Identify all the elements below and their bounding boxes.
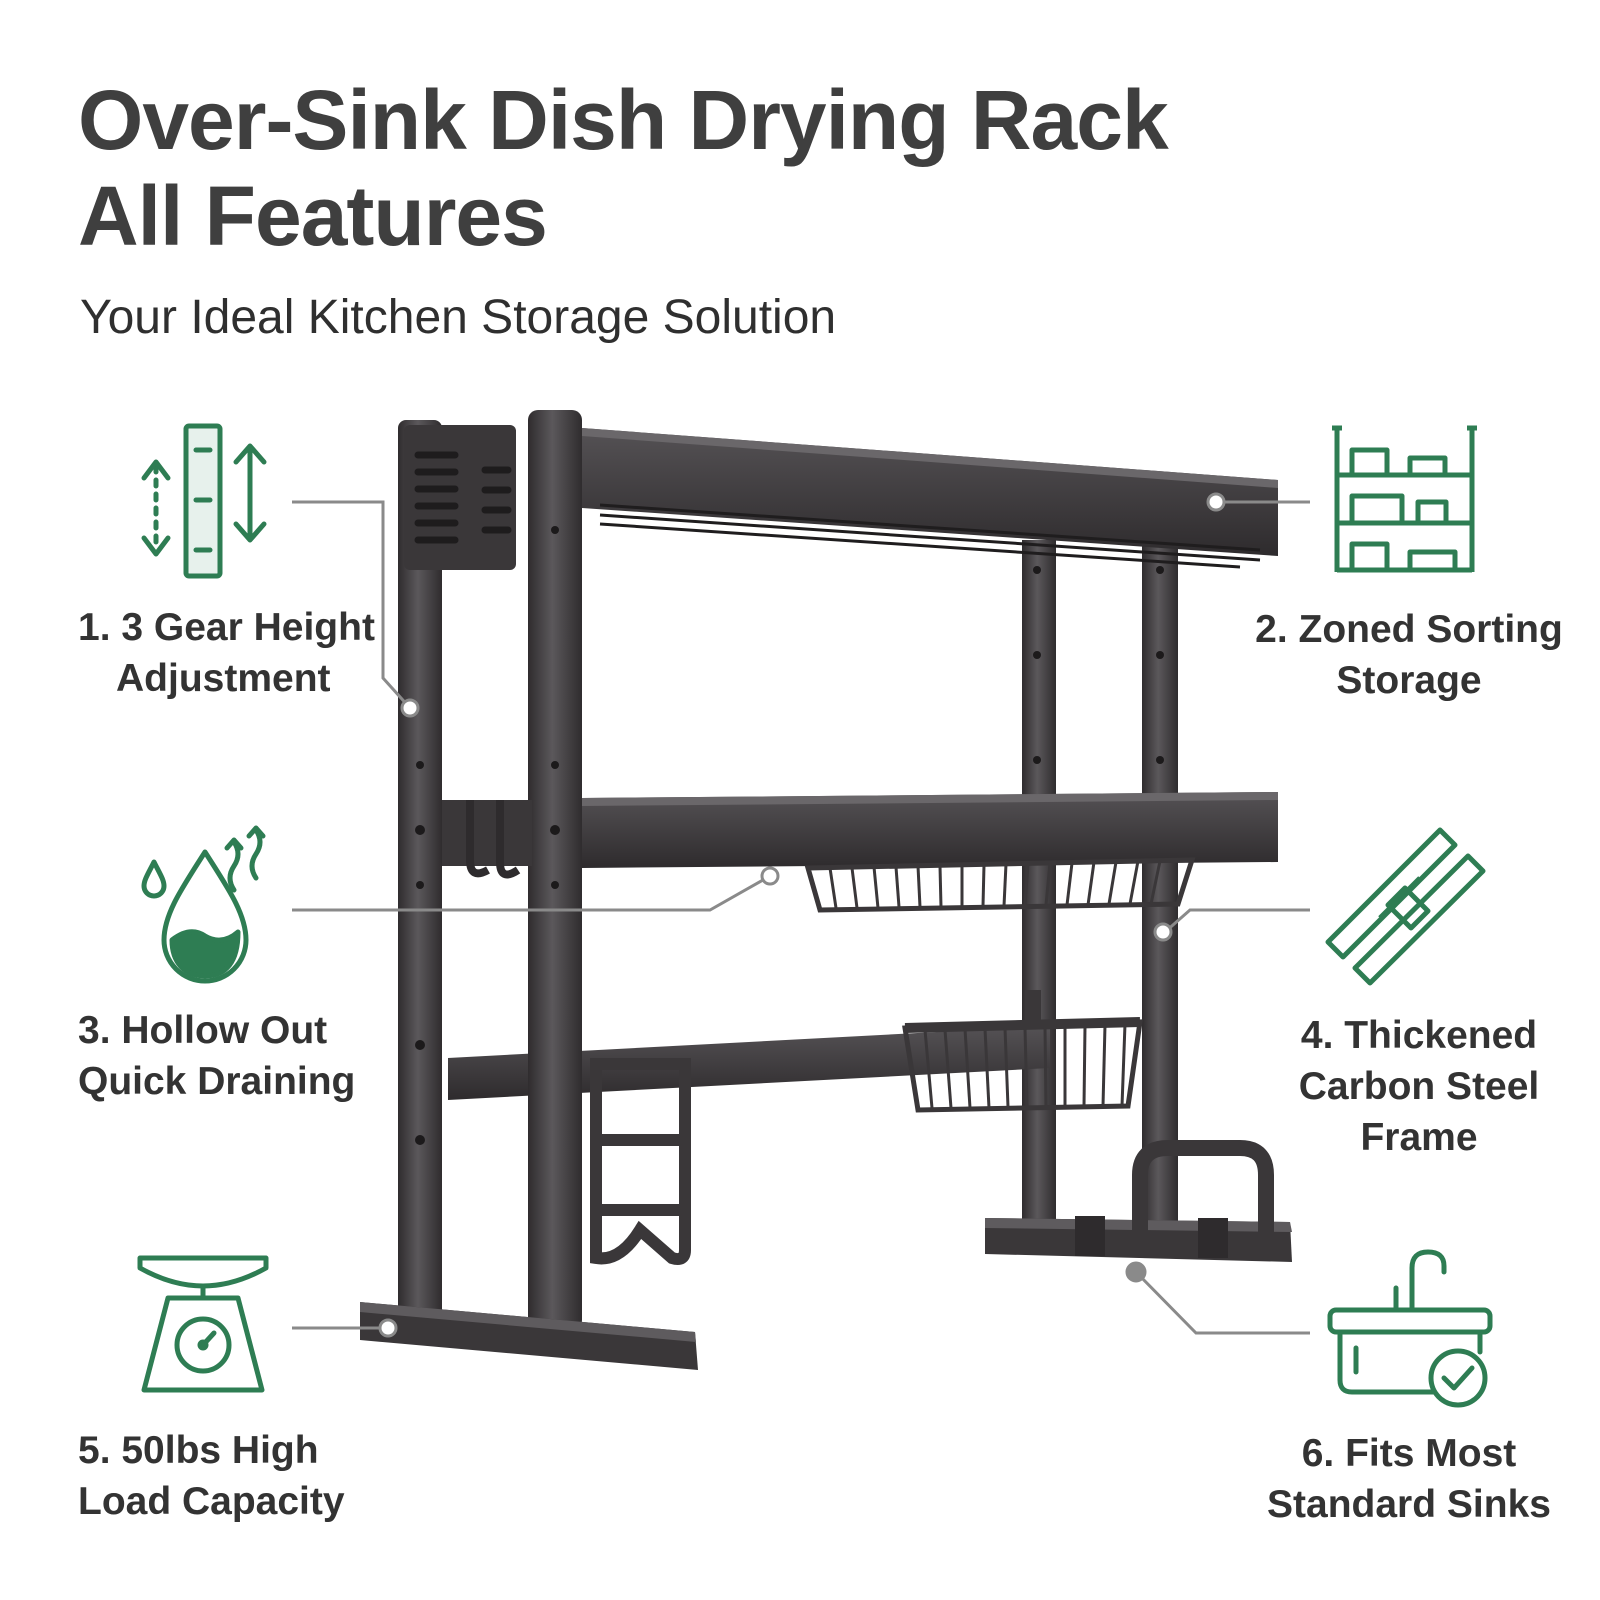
rack-shelf-middle [582,792,1278,868]
callout-line-6 [1134,1270,1310,1335]
feature-4-line-3: Frame [1360,1116,1478,1159]
feature-3-line-2: Quick Draining [78,1060,356,1103]
water-drop-icon [141,825,266,984]
feature-1-line-2: Adjustment [116,657,331,700]
title-line-2: All Features [78,169,548,263]
callout-dot-2 [1206,492,1226,512]
callout-dot-3 [760,866,780,886]
feature-5-line-1: 5. 50lbs High [78,1429,319,1472]
height-adjust-icon [141,423,267,579]
feature-6-line-2: Standard Sinks [1267,1483,1551,1526]
callout-dot-6 [1125,1261,1147,1283]
feature-3: 3. Hollow Out Quick Draining [78,1005,355,1107]
long-wire-basket [804,857,1196,913]
feature-1-line-1: 1. 3 Gear Height [78,606,375,649]
shelf-hooks [466,800,521,879]
shelf-middle-side [442,800,532,866]
callout-lines [292,500,1310,1335]
feature-5-line-2: Load Capacity [78,1480,345,1523]
utensil-holder [404,425,516,570]
feature-5: 5. 50lbs High Load Capacity [78,1425,345,1527]
page-title: Over-Sink Dish Drying Rack All Features [78,72,1169,264]
feature-4-line-2: Carbon Steel [1298,1065,1540,1108]
sink-check-icon [1327,1249,1493,1408]
rack-post-front-left [398,420,442,1320]
feature-4: 4. Thickened Carbon Steel Frame [1254,1010,1584,1163]
cutting-board-holder [590,1058,691,1265]
callout-line-3 [292,874,771,912]
dish-rack [360,410,1292,1370]
feature-2: 2. Zoned Sorting Storage [1244,604,1574,706]
feature-2-line-1: 2. Zoned Sorting [1255,608,1563,651]
feature-6-line-1: 6. Fits Most [1301,1432,1517,1475]
feature-3-line-1: 3. Hollow Out [78,1009,328,1052]
rack-shelf-top-edge [582,428,1278,488]
feature-4-line-1: 4. Thickened [1300,1014,1538,1057]
callout-line-4 [1164,908,1310,934]
feature-1: 1. 3 Gear Height Adjustment [78,602,375,704]
callout-line-1 [292,500,412,710]
feature-6: 6. Fits Most Standard Sinks [1244,1428,1574,1530]
small-wire-basket [902,990,1143,1113]
height-adjust-holes [415,526,1164,1145]
foot-clip-2 [1198,1218,1228,1258]
feature-2-line-2: Storage [1336,659,1482,702]
callout-dot-5 [378,1318,398,1338]
title-line-1: Over-Sink Dish Drying Rack [78,73,1169,167]
foot-clip-1 [1075,1216,1105,1256]
steel-beam-icon [1325,827,1486,986]
page-subtitle: Your Ideal Kitchen Storage Solution [80,291,837,344]
callout-dots [378,492,1226,1338]
rack-post-front-right [528,410,582,1330]
shelf-storage-icon [1332,425,1477,573]
callout-dot-1 [400,698,420,718]
rack-shelf-top [582,428,1278,556]
rack-shelf-middle-edge [582,792,1278,806]
rack-foot-left-top [360,1302,696,1342]
callout-dot-4 [1153,922,1173,942]
top-shelf-mesh [599,503,1261,569]
rack-post-back-right [1142,540,1178,1240]
rack-side-hook [1132,1140,1274,1232]
scale-icon [137,1255,269,1393]
